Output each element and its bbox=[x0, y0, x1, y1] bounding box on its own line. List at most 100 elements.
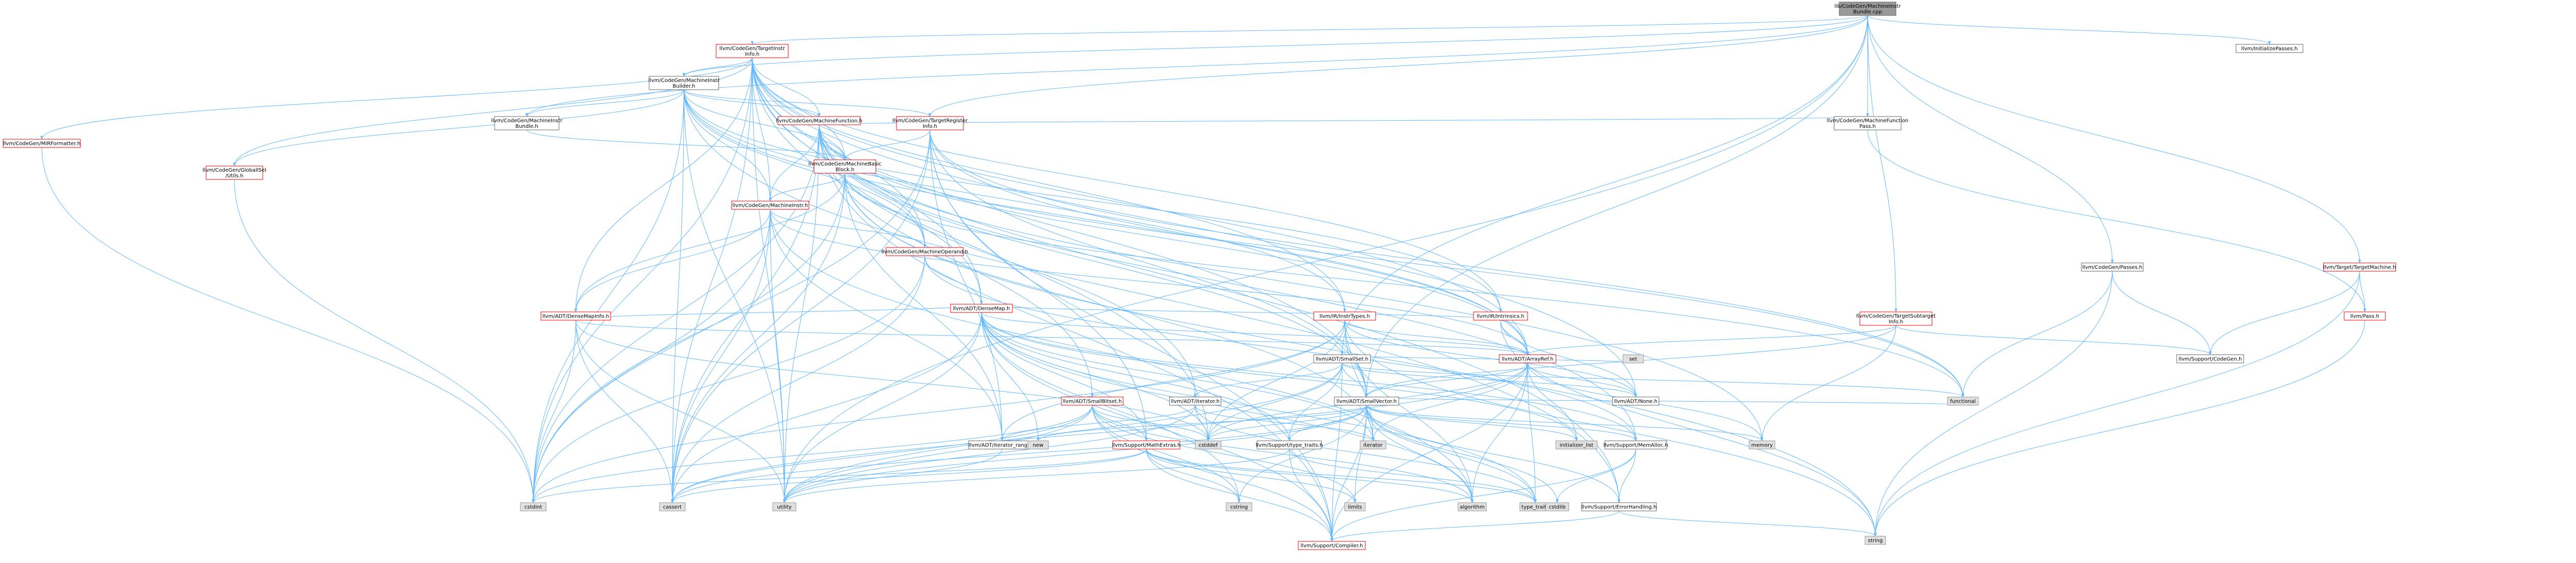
node-cgpasses[interactable]: llvm/CodeGen/Passes.h bbox=[2081, 262, 2144, 272]
node-box bbox=[1865, 536, 1886, 545]
edge-bitset-to-l_cstdint bbox=[532, 405, 1093, 503]
edge-densemapinfo-to-l_utility bbox=[575, 320, 786, 503]
node-densemap[interactable]: llvm/ADT/DenseMap.h bbox=[950, 304, 1013, 313]
edge-smallset-to-l_functional bbox=[1342, 362, 1964, 398]
node-mathextras[interactable]: llvm/Support/MathExtras.h bbox=[1112, 440, 1181, 450]
node-memalloc[interactable]: llvm/Support/MemAlloc.h bbox=[1603, 440, 1668, 450]
edge-mf-to-memalloc bbox=[819, 124, 1637, 441]
edge-tm-to-supcodegen bbox=[2209, 271, 2360, 355]
edge-mathextras-to-l_cstring bbox=[1146, 449, 1241, 503]
node-typetraits[interactable]: llvm/Support/type_traits.h bbox=[1256, 440, 1323, 450]
edge-irtypes-to-l_cstddef bbox=[1207, 320, 1345, 441]
node-bitset[interactable]: llvm/ADT/SmallBitset.h bbox=[1061, 396, 1124, 406]
edge-mib-to-mibundle bbox=[525, 89, 684, 117]
node-mf[interactable]: llvm/CodeGen/MachineFunction.h bbox=[776, 116, 862, 125]
edge-smallvector-to-l_memory bbox=[1366, 405, 1764, 441]
node-box bbox=[1334, 396, 1399, 406]
edge-root-to-smallvector bbox=[1365, 15, 1868, 398]
edge-tii-to-errhandling bbox=[752, 57, 1621, 503]
edge-mib-to-l_cassert bbox=[671, 89, 684, 503]
node-box bbox=[1947, 396, 1979, 406]
node-box bbox=[1360, 440, 1386, 450]
node-box bbox=[1604, 440, 1667, 450]
edge-root-to-tsi bbox=[1867, 15, 1897, 312]
node-label: llvm/ADT/DenseMap.h bbox=[953, 306, 1010, 312]
node-l_iterator: iterator bbox=[1360, 440, 1386, 450]
edge-smallvector-to-l_cstring bbox=[1238, 405, 1367, 503]
node-box bbox=[520, 502, 547, 511]
node-box bbox=[2176, 354, 2244, 363]
node-smallvector[interactable]: llvm/ADT/SmallVector.h bbox=[1334, 396, 1399, 406]
node-irtypes[interactable]: llvm/IR/InstrTypes.h bbox=[1313, 311, 1376, 321]
node-intrinsics[interactable]: llvm/IR/Intrinsics.h bbox=[1473, 311, 1528, 321]
edge-typetraits-to-l_utility bbox=[783, 449, 1290, 503]
edge-tii-to-mf bbox=[752, 57, 821, 117]
edge-tii-to-intrinsics bbox=[752, 57, 1502, 312]
node-label: llvm/IR/Intrinsics.h bbox=[1477, 314, 1524, 320]
node-pass[interactable]: llvm/Pass.h bbox=[2344, 311, 2386, 321]
edge-mathextras-to-l_cassert bbox=[671, 449, 1147, 503]
node-label: Info.h bbox=[745, 52, 759, 57]
node-label: llvm/CodeGen/TargetRegister bbox=[892, 118, 968, 124]
edge-mo-to-l_cassert bbox=[671, 255, 925, 503]
node-mirfmt[interactable]: llvm/CodeGen/MIRFormatter.h bbox=[3, 139, 81, 148]
edge-bitset-to-l_utility bbox=[783, 405, 1093, 503]
node-supcodegen[interactable]: llvm/Support/CodeGen.h bbox=[2176, 354, 2244, 363]
edge-typetraits-to-l_typetraits bbox=[1289, 449, 1537, 503]
node-label: string bbox=[1868, 538, 1883, 544]
node-errhandling[interactable]: llvm/Support/ErrorHandling.h bbox=[1581, 502, 1657, 511]
node-box bbox=[2323, 262, 2396, 272]
edge-mf-to-mo bbox=[819, 124, 926, 248]
node-compiler[interactable]: llvm/Support/Compiler.h bbox=[1298, 541, 1366, 550]
node-l_cstring: cstring bbox=[1226, 502, 1252, 511]
node-tm[interactable]: llvm/Target/TargetMachine.h bbox=[2323, 262, 2396, 272]
edge-mi-to-l_cassert bbox=[671, 209, 771, 503]
node-label: cstdlib bbox=[1549, 505, 1566, 510]
edge-mib-to-errhandling bbox=[684, 89, 1621, 503]
edge-arrayref-to-l_initlist bbox=[1527, 362, 1578, 441]
node-initpasses[interactable]: llvm/InitializePasses.h bbox=[2235, 44, 2303, 53]
edge-tii-to-mirfmt bbox=[40, 57, 753, 140]
node-label: cstdint bbox=[524, 505, 542, 510]
edge-iterator-to-l_typetraits bbox=[1195, 405, 1537, 503]
edge-mathextras-to-compiler bbox=[1146, 449, 1333, 542]
node-iterator[interactable]: llvm/ADT/iterator.h bbox=[1169, 396, 1222, 406]
edge-tii-to-densemapinfo bbox=[574, 57, 753, 312]
node-none[interactable]: llvm/ADT/None.h bbox=[1612, 396, 1659, 406]
node-box bbox=[1859, 311, 1933, 326]
node-box bbox=[777, 116, 861, 125]
edge-smallvector-to-l_functional bbox=[1366, 396, 1964, 406]
node-box bbox=[1226, 502, 1252, 511]
node-mi[interactable]: llvm/CodeGen/MachineInstr.h bbox=[731, 201, 809, 210]
node-label: Bundle.h bbox=[515, 124, 538, 129]
node-label: llvm/IR/InstrTypes.h bbox=[1319, 314, 1370, 320]
node-arrayref[interactable]: llvm/ADT/ArrayRef.h bbox=[1499, 354, 1556, 363]
node-label: cstddef bbox=[1199, 443, 1218, 449]
node-itrange[interactable]: llvm/ADT/iterator_range.h bbox=[968, 440, 1036, 450]
node-label: cstring bbox=[1230, 505, 1248, 510]
edge-arrayref-to-l_algorithm bbox=[1470, 362, 1528, 503]
node-label: llvm/ADT/iterator_range.h bbox=[969, 443, 1035, 449]
node-box bbox=[950, 304, 1013, 313]
edge-smallvector-to-l_cstddef bbox=[1207, 405, 1367, 441]
edge-smallvector-to-l_cassert bbox=[671, 405, 1367, 503]
node-smallset[interactable]: llvm/ADT/SmallSet.h bbox=[1313, 354, 1371, 363]
edge-mfpass-to-pass bbox=[1867, 129, 2366, 312]
edge-root-to-cgpasses bbox=[1867, 15, 2114, 263]
edge-arrayref-to-compiler bbox=[1330, 362, 1528, 542]
edge-mf-to-l_cstdint bbox=[532, 124, 820, 503]
node-mo[interactable]: llvm/CodeGen/MachineOperand.h bbox=[882, 247, 968, 256]
node-densemapinfo[interactable]: llvm/ADT/DenseMapInfo.h bbox=[540, 311, 611, 321]
edge-tii-to-l_cassert bbox=[671, 57, 753, 503]
edge-tri-to-arrayref bbox=[929, 129, 1529, 355]
edge-root-to-tri bbox=[928, 15, 1868, 117]
node-globalisel[interactable]: llvm/CodeGen/GlobalISel/Utils.h bbox=[202, 165, 266, 180]
